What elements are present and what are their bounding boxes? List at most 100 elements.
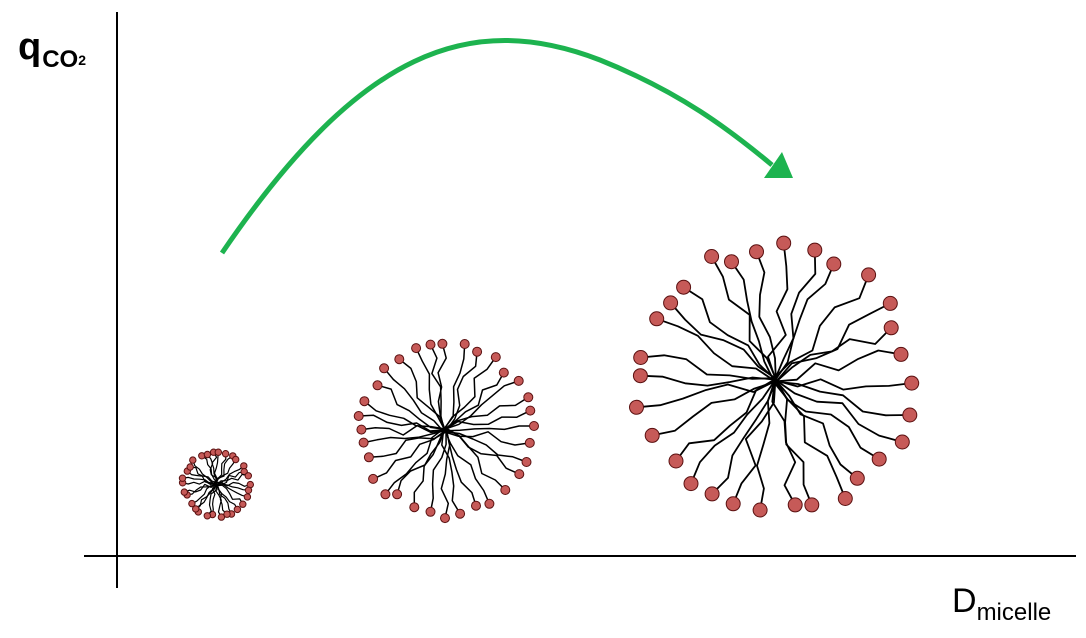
surfactant-head [725, 496, 741, 512]
surfactant-head [632, 368, 648, 384]
surfactant-head [380, 489, 391, 500]
surfactant-tail [214, 471, 245, 487]
surfactant-tail [444, 396, 529, 430]
surfactant-head [807, 242, 823, 258]
surfactant-tail [652, 380, 777, 437]
surfactant-head [644, 427, 660, 443]
surfactant-head [704, 249, 720, 264]
surfactant-head [437, 338, 448, 349]
surfactant-head [368, 473, 379, 484]
surfactant-head [188, 499, 196, 508]
surfactant-head [394, 354, 405, 365]
surfactant-tail [396, 429, 445, 495]
surfactant-head [217, 513, 226, 521]
surfactant-head [472, 346, 483, 357]
surfactant-head [178, 474, 187, 482]
surfactant-tail [398, 358, 446, 429]
surfactant-tail [383, 367, 444, 432]
surfactant-head [425, 339, 436, 350]
surfactant-tail [363, 429, 447, 444]
surfactant-head [524, 437, 535, 448]
surfactant-tail [730, 261, 775, 381]
y-axis-label: qCO2 [18, 26, 87, 72]
surfactant-head [233, 505, 242, 514]
surfactant-head [490, 352, 501, 363]
x-axis-label-sub: micelle [976, 599, 1052, 626]
surfactant-tail [361, 424, 445, 436]
surfactant-head [471, 500, 481, 511]
surfactant-head [356, 424, 367, 435]
growth-arrow-curve [219, 38, 774, 255]
surfactant-tail [771, 380, 797, 506]
surfactant-head [749, 244, 764, 260]
surfactant-tail [710, 256, 777, 380]
surfactant-head [425, 506, 436, 517]
surfactant-tail [192, 459, 217, 487]
surfactant-tail [656, 317, 776, 383]
surfactant-tail [711, 377, 778, 495]
surfactant-head [883, 320, 899, 336]
surfactant-tail [413, 428, 446, 508]
y-axis-label-sub: CO [42, 46, 79, 73]
micelle-medium [353, 338, 539, 524]
surfactant-head [514, 469, 525, 480]
surfactant-head [221, 450, 230, 458]
surfactant-tail [776, 378, 912, 391]
surfactant-head [649, 311, 665, 327]
surfactant-head [192, 505, 200, 513]
y-axis-label-main: q [18, 26, 42, 68]
surfactant-tail [215, 459, 237, 484]
surfactant-tail [182, 480, 218, 485]
surfactant-tail [443, 343, 466, 430]
surfactant-head [752, 502, 768, 518]
surfactant-head [392, 489, 403, 500]
surfactant-head [203, 512, 212, 520]
y-axis-label-sub2: 2 [78, 52, 87, 68]
surfactant-head [244, 472, 253, 480]
surfactant-tail [774, 250, 817, 380]
surfactant-tail [775, 379, 903, 443]
micelle-large [629, 235, 920, 518]
surfactant-tail [445, 380, 519, 430]
surfactant-tail [675, 379, 775, 462]
growth-arrow-head [764, 152, 793, 178]
surfactant-head [837, 491, 853, 506]
surfactant-tail [446, 428, 506, 491]
surfactant-head [244, 486, 253, 494]
surfactant-tail [440, 429, 451, 519]
surfactant-head [359, 396, 370, 407]
surfactant-tail [776, 327, 892, 382]
surfactant-head [353, 411, 364, 421]
surfactant-head [629, 399, 644, 415]
surfactant-head [358, 437, 369, 448]
surfactant-head [882, 295, 898, 311]
surfactant-tail [773, 263, 835, 383]
surfactant-head [676, 279, 692, 295]
surfactant-tail [640, 374, 777, 387]
surfactant-tail [437, 343, 447, 431]
surfactant-head [704, 486, 720, 502]
surfactant-head [525, 405, 536, 416]
surfactant-tail [767, 242, 789, 382]
x-axis-label-main: D [952, 582, 977, 620]
surfactant-tail [211, 451, 218, 486]
surfactant-head [214, 448, 223, 456]
surfactant-head [904, 375, 920, 391]
surfactant-tail [773, 274, 870, 379]
surfactant-tail [191, 485, 218, 505]
surfactant-tail [384, 428, 445, 495]
surfactant-head [894, 434, 910, 450]
surfactant-tail [441, 428, 461, 515]
surfactant-head [529, 421, 539, 431]
surfactant-tail [640, 354, 776, 380]
surfactant-head [513, 375, 524, 386]
surfactant-tail [773, 378, 858, 479]
surfactant-tail [415, 347, 445, 430]
surfactant-tail [182, 476, 217, 485]
surfactant-tail [444, 430, 491, 505]
surfactant-tail [690, 378, 777, 484]
surfactant-tail [446, 431, 527, 463]
micelle-small [178, 448, 255, 521]
surfactant-tail [214, 465, 245, 487]
